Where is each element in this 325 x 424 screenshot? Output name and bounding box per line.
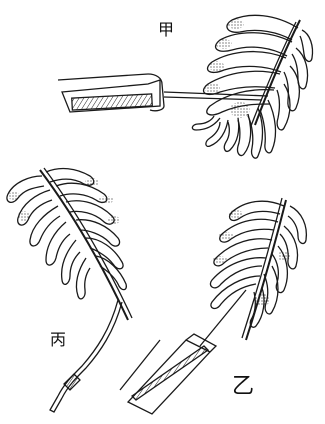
panel-bing-gill (7, 168, 132, 320)
panel-bing-texture (8, 178, 120, 224)
label-bing: 丙 (50, 326, 66, 350)
panel-yi-gill (210, 198, 306, 340)
panel-bing-wire (50, 300, 122, 412)
label-jia: 甲 (158, 16, 174, 40)
panel-yi-probe (120, 290, 246, 414)
label-yi: 乙 (232, 368, 254, 400)
